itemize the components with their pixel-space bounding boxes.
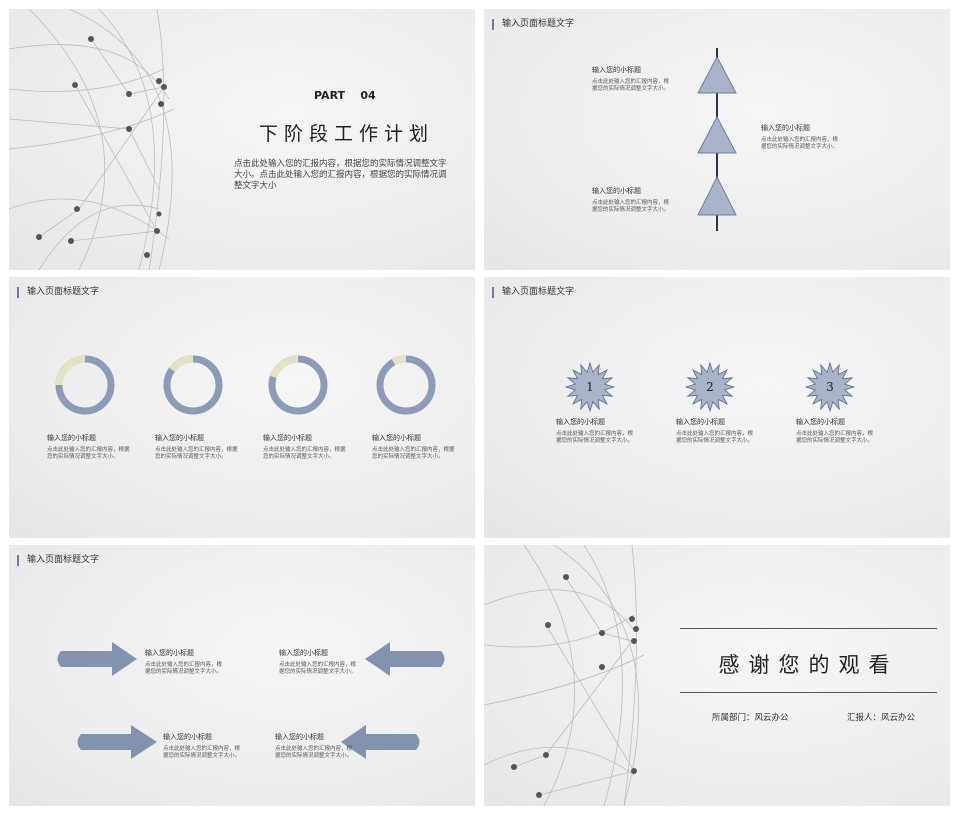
ring-item: 输入您的小标题 点击此处输入您的汇报内容，根据您的实际情况调整文字大小。 (47, 434, 132, 461)
arrow-left-icon (341, 725, 420, 759)
item-description: 点击此处输入您的汇报内容，根据您的实际情况调整文字大小。 (47, 447, 130, 460)
slide-triangle-timeline[interactable]: 输入页面标题文字 输入您的小标题 点击此处输入您的汇报内容，根据您的实际情况调整… (484, 9, 950, 270)
item-title: 输入您的小标题 (556, 418, 605, 426)
starburst-icon (684, 361, 736, 413)
ring-item: 输入您的小标题 点击此处输入您的汇报内容，根据您的实际情况调整文字大小。 (372, 434, 457, 461)
item-description: 点击此处输入您的汇报内容，根据您的实际情况调整文字大小。 (592, 79, 670, 92)
slide-header: 输入页面标题文字 (17, 287, 99, 298)
ring-progress-arc (391, 355, 407, 366)
item-description: 点击此处输入您的汇报内容，根据您的实际情况调整文字大小。 (275, 746, 353, 759)
item-title: 输入您的小标题 (275, 733, 324, 741)
ring-progress-arc (55, 355, 86, 386)
item-description: 点击此处输入您的汇报内容，根据您的实际情况调整文字大小。 (372, 447, 455, 460)
slide-header: 输入页面标题文字 (17, 555, 99, 566)
item-description: 点击此处输入您的汇报内容，根据您的实际情况调整文字大小。 (263, 447, 346, 460)
item-title: 输入您的小标题 (761, 124, 810, 132)
item-description: 点击此处输入您的汇报内容，根据您的实际情况调整文字大小。 (163, 746, 241, 759)
item-description: 点击此处输入您的汇报内容，根据您的实际情况调整文字大小。 (761, 137, 839, 150)
slide-section-cover[interactable]: PART 04 下阶段工作计划 点击此处输入您的汇报内容，根据您的实际情况调整文… (9, 9, 475, 270)
ring-item: 输入您的小标题 点击此处输入您的汇报内容，根据您的实际情况调整文字大小。 (263, 434, 348, 461)
item-title: 输入您的小标题 (796, 418, 845, 426)
slide-ring-progress[interactable]: 输入页面标题文字 输入您的小标题 点击此处输入您的汇报内容，根据您的实际情况调整… (9, 277, 475, 538)
step-item: 输入您的小标题 点击此处输入您的汇报内容，根据您的实际情况调整文字大小。 (556, 418, 636, 445)
item-description: 点击此处输入您的汇报内容，根据您的实际情况调整文字大小。 (556, 431, 634, 444)
starburst-icon (804, 361, 856, 413)
arrow-item: 输入您的小标题 点击此处输入您的汇报内容，根据您的实际情况调整文字大小。 (279, 649, 361, 676)
slide-header: 输入页面标题文字 (492, 19, 574, 30)
slide-starburst-steps[interactable]: 输入页面标题文字 1 2 3 输入您的小标题 点击此处输入您的汇报内容，根据您的实际… (484, 277, 950, 538)
triangle-marker (697, 55, 737, 94)
item-description: 点击此处输入您的汇报内容，根据您的实际情况调整文字大小。 (676, 431, 754, 444)
ring-charts (55, 355, 436, 415)
item-description: 点击此处输入您的汇报内容，根据您的实际情况调整文字大小。 (796, 431, 874, 444)
arrow-item: 输入您的小标题 点击此处输入您的汇报内容，根据您的实际情况调整文字大小。 (145, 649, 227, 676)
item-title: 输入您的小标题 (279, 649, 328, 657)
starburst-icon (564, 361, 616, 413)
arrow-left-icon (365, 642, 445, 676)
item-title: 输入您的小标题 (372, 434, 421, 442)
ring-progress-arc (269, 355, 299, 379)
arrow-right-icon (57, 642, 137, 676)
ring-item: 输入您的小标题 点击此处输入您的汇报内容，根据您的实际情况调整文字大小。 (155, 434, 240, 461)
section-title: 下阶段工作计划 (259, 123, 435, 145)
item-title: 输入您的小标题 (592, 66, 641, 74)
step-number: 3 (826, 380, 834, 394)
starburst-badges: 1 2 3 (564, 361, 856, 413)
network-globe-graphic (484, 545, 645, 806)
item-title: 输入您的小标题 (145, 649, 194, 657)
step-number: 1 (586, 380, 594, 394)
item-description: 点击此处输入您的汇报内容，根据您的实际情况调整文字大小。 (592, 200, 670, 213)
reporter-label: 汇报人：风云办公 (847, 713, 916, 723)
timeline-item: 输入您的小标题 点击此处输入您的汇报内容，根据您的实际情况调整文字大小。 (592, 66, 674, 93)
item-description: 点击此处输入您的汇报内容，根据您的实际情况调整文字大小。 (155, 447, 238, 460)
arrow-item: 输入您的小标题 点击此处输入您的汇报内容，根据您的实际情况调整文字大小。 (163, 733, 245, 760)
timeline-item: 输入您的小标题 点击此处输入您的汇报内容，根据您的实际情况调整文字大小。 (761, 124, 843, 151)
ring-progress-arc (169, 355, 194, 372)
arrow-item: 输入您的小标题 点击此处输入您的汇报内容，根据您的实际情况调整文字大小。 (275, 733, 357, 760)
triangle-marker (697, 115, 737, 154)
item-description: 点击此处输入您的汇报内容，根据您的实际情况调整文字大小。 (145, 662, 223, 675)
item-title: 输入您的小标题 (163, 733, 212, 741)
item-title: 输入您的小标题 (592, 187, 641, 195)
divider-top (680, 628, 937, 629)
arrow-right-icon (77, 725, 157, 759)
divider-bottom (680, 692, 937, 693)
item-title: 输入您的小标题 (47, 434, 96, 442)
department-label: 所属部门：风云办公 (712, 713, 789, 723)
network-globe-graphic (9, 9, 175, 270)
item-title: 输入您的小标题 (155, 434, 204, 442)
arrow-graphics (57, 642, 445, 759)
item-title: 输入您的小标题 (263, 434, 312, 442)
triangle-marker (697, 175, 737, 216)
section-description: 点击此处输入您的汇报内容，根据您的实际情况调整文字大小。点击此处输入您的汇报内容… (234, 159, 447, 191)
step-item: 输入您的小标题 点击此处输入您的汇报内容，根据您的实际情况调整文字大小。 (676, 418, 756, 445)
slide-thank-you[interactable]: 感谢您的观看 所属部门：风云办公 汇报人：风云办公 (484, 545, 950, 806)
slide-header: 输入页面标题文字 (492, 287, 574, 298)
step-number: 2 (706, 380, 714, 394)
timeline-item: 输入您的小标题 点击此处输入您的汇报内容，根据您的实际情况调整文字大小。 (592, 187, 674, 214)
item-title: 输入您的小标题 (676, 418, 725, 426)
ring-track (376, 355, 436, 415)
thank-you-title: 感谢您的观看 (718, 653, 899, 677)
slide-arrows[interactable]: 输入页面标题文字 输入您的小标题 点击此处输入您的汇报内容，根据您的实际情况调整… (9, 545, 475, 806)
triangle-timeline-graphic (697, 48, 737, 231)
step-item: 输入您的小标题 点击此处输入您的汇报内容，根据您的实际情况调整文字大小。 (796, 418, 876, 445)
part-label: PART 04 (314, 89, 376, 102)
item-description: 点击此处输入您的汇报内容，根据您的实际情况调整文字大小。 (279, 662, 357, 675)
